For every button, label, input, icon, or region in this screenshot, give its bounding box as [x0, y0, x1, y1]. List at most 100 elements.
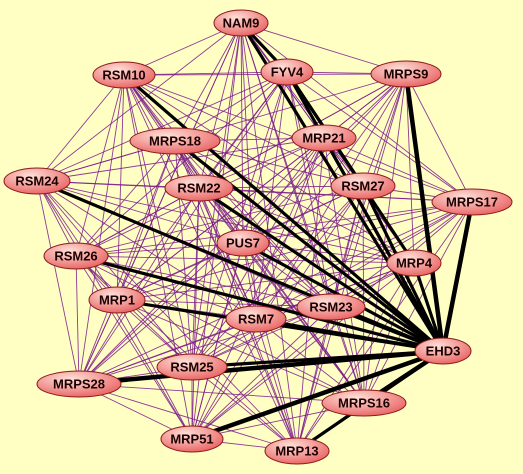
edge-RSM10-RSM24 [36, 74, 125, 182]
strong-edge-EHD3-RSM24 [35, 179, 445, 353]
node-label: RSM23 [309, 300, 352, 315]
node-label: MRPS17 [446, 195, 498, 210]
node-ellipse[interactable] [36, 370, 122, 398]
node-ellipse[interactable] [225, 305, 287, 333]
edge-FYV4-MRPS28 [78, 71, 288, 385]
node-ellipse[interactable] [431, 188, 513, 216]
node-mrps18[interactable]: MRPS18 [129, 127, 221, 155]
edge-RSM27-RSM7 [255, 185, 364, 320]
edge-RSM10-MRP1 [116, 74, 125, 301]
edge-PUS7-MRP51 [191, 242, 244, 440]
edge-MRPS9-MRPS16 [363, 73, 407, 404]
edge-RSM24-RSM25 [36, 180, 193, 368]
node-mrp13[interactable]: MRP13 [264, 437, 330, 465]
edge-MRP21-MRP51 [191, 137, 325, 440]
strong-edge-EHD3-MRPS9 [403, 71, 446, 354]
node-ellipse[interactable] [164, 174, 234, 202]
node-rsm27[interactable]: RSM27 [330, 172, 396, 200]
edge-MRPS17-MRPS28 [78, 201, 473, 385]
node-fyv4[interactable]: FYV4 [260, 58, 314, 86]
node-rsm22[interactable]: RSM22 [164, 174, 234, 202]
node-label: NAM9 [223, 16, 260, 31]
edge-RSM26-MRPS16 [75, 255, 365, 404]
node-rsm7[interactable]: RSM7 [225, 305, 287, 333]
node-rsm23[interactable]: RSM23 [296, 293, 366, 321]
node-ellipse[interactable] [156, 353, 228, 381]
edge-MRP21-RSM7 [255, 137, 325, 320]
node-ellipse[interactable] [296, 293, 366, 321]
node-label: MRPS28 [53, 377, 105, 392]
edge-FYV4-RSM7 [255, 71, 288, 320]
strong-edge-EHD3-MRP21 [322, 136, 445, 353]
edge-RSM27-RSM26 [75, 185, 364, 257]
edge-RSM22-MRP4 [198, 187, 415, 264]
node-ellipse[interactable] [213, 9, 269, 37]
node-label: FYV4 [271, 65, 304, 80]
strong-edge-EHD3-RSM26 [74, 254, 445, 353]
node-ellipse[interactable] [160, 425, 224, 453]
node-mrp1[interactable]: MRP1 [88, 286, 146, 314]
edge-RSM23-MRPS28 [78, 306, 332, 385]
node-mrps17[interactable]: MRPS17 [431, 188, 513, 216]
edge-RSM24-PUS7 [36, 180, 244, 244]
edge-MRPS9-RSM27 [362, 73, 407, 187]
edge-MRPS9-MRPS28 [78, 73, 407, 385]
edge-RSM26-RSM25 [75, 255, 193, 368]
edge-RSM24-MRPS28 [36, 180, 80, 385]
edge-RSM26-RSM23 [75, 255, 332, 308]
edge-MRPS18-MRP4 [174, 140, 415, 264]
edge-MRPS9-MRP4 [405, 73, 415, 264]
edge-RSM26-MRP4 [75, 255, 415, 264]
edge-RSM10-MRPS28 [78, 74, 125, 385]
edge-MRP4-MRP1 [116, 262, 415, 301]
node-rsm25[interactable]: RSM25 [156, 353, 228, 381]
node-ellipse[interactable] [414, 337, 472, 365]
node-ellipse[interactable] [291, 124, 357, 152]
node-mrps16[interactable]: MRPS16 [321, 389, 407, 417]
strong-edge-EHD3-RSM10 [122, 73, 445, 353]
edge-RSM24-RSM7 [36, 180, 257, 320]
node-label: RSM24 [15, 174, 59, 189]
node-mrps28[interactable]: MRPS28 [36, 370, 122, 398]
edge-MRPS17-RSM26 [75, 201, 473, 257]
node-label: RSM22 [177, 181, 220, 196]
node-ellipse[interactable] [330, 172, 396, 200]
node-ellipse[interactable] [88, 286, 146, 314]
edge-MRPS18-MRPS28 [78, 140, 176, 385]
node-ellipse[interactable] [321, 389, 407, 417]
node-ellipse[interactable] [129, 127, 221, 155]
node-rsm24[interactable]: RSM24 [3, 167, 71, 195]
edge-RSM10-RSM26 [75, 74, 125, 257]
node-mrp4[interactable]: MRP4 [386, 249, 442, 277]
node-mrps9[interactable]: MRPS9 [370, 60, 442, 88]
node-ehd3[interactable]: EHD3 [414, 337, 472, 365]
node-label: RSM10 [102, 68, 145, 83]
weak-edge-layer [36, 22, 473, 452]
node-mrp51[interactable]: MRP51 [160, 425, 224, 453]
node-ellipse[interactable] [3, 167, 71, 195]
strong-edge-layer [35, 21, 475, 453]
node-ellipse[interactable] [370, 60, 442, 88]
node-mrp21[interactable]: MRP21 [291, 124, 357, 152]
node-ellipse[interactable] [43, 242, 109, 270]
node-rsm26[interactable]: RSM26 [43, 242, 109, 270]
node-pus7[interactable]: PUS7 [216, 229, 270, 257]
edge-MRPS28-MRPS16 [78, 383, 365, 404]
edge-FYV4-RSM24 [36, 71, 288, 182]
node-ellipse[interactable] [260, 58, 314, 86]
strong-edge-EHD3-MRPS17 [440, 199, 475, 354]
node-ellipse[interactable] [92, 61, 156, 89]
edge-MRP21-RSM24 [36, 137, 325, 182]
edge-MRPS9-MRP13 [296, 73, 407, 452]
edge-RSM26-RSM7 [75, 255, 257, 320]
edge-FYV4-RSM25 [191, 71, 288, 368]
node-ellipse[interactable] [386, 249, 442, 277]
node-ellipse[interactable] [216, 229, 270, 257]
node-nam9[interactable]: NAM9 [213, 9, 269, 37]
strong-edge-EHD3-RSM7 [254, 317, 445, 353]
edge-NAM9-MRPS18 [174, 22, 242, 142]
node-ellipse[interactable] [264, 437, 330, 465]
edge-RSM10-RSM25 [123, 74, 193, 368]
edge-RSM24-MRP13 [36, 180, 298, 452]
node-rsm10[interactable]: RSM10 [92, 61, 156, 89]
